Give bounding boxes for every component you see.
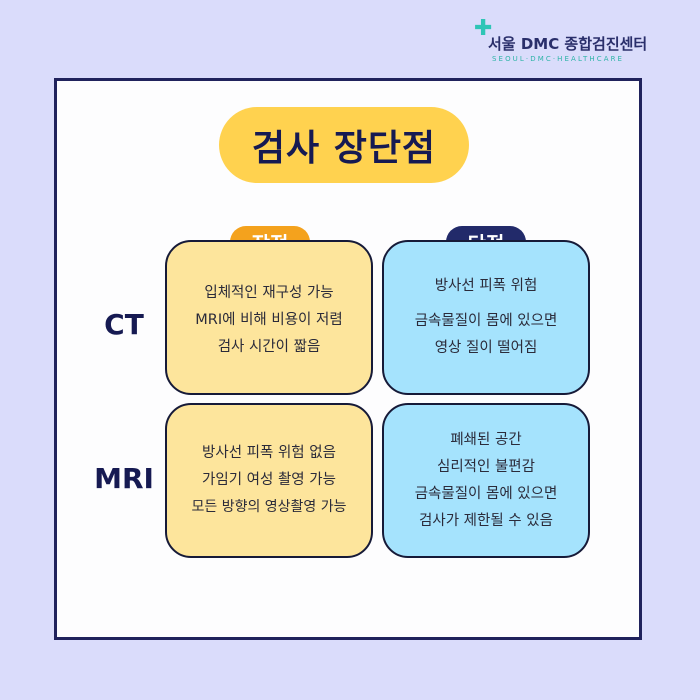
mri-con-item: 검사가 제한될 수 있음: [419, 512, 553, 529]
page-title: 검사 장단점: [219, 107, 469, 183]
brand-logo: ✚ 서울 DMC 종합검진센터 SEOUL·DMC·HEALTHCARE: [474, 18, 664, 66]
ct-con-item: 영상 질이 떨어짐: [434, 340, 538, 356]
ct-cons-box: 방사선 피폭 위험 금속물질이 몸에 있으면 영상 질이 떨어짐: [382, 240, 590, 395]
ct-con-item: 금속물질이 몸에 있으면: [414, 313, 558, 329]
ct-pros-box: 입체적인 재구성 가능 MRI에 비해 비용이 저렴 검사 시간이 짧음: [165, 240, 373, 395]
ct-con-item: 방사선 피폭 위험: [434, 278, 538, 294]
mri-pro-item: 가임기 여성 촬영 가능: [202, 472, 336, 488]
mri-pros-box: 방사선 피폭 위험 없음 가임기 여성 촬영 가능 모든 방향의 영상촬영 가능: [165, 403, 373, 558]
brand-name: 서울 DMC 종합검진센터: [488, 35, 648, 53]
row-label-ct: CT: [104, 308, 144, 341]
mri-con-item: 금속물질이 몸에 있으면: [414, 485, 558, 502]
ct-pro-item: 검사 시간이 짧음: [217, 339, 321, 355]
ct-pro-item: MRI에 비해 비용이 저렴: [195, 312, 343, 328]
mri-con-item: 폐쇄된 공간: [450, 431, 522, 448]
medical-cross-icon: ✚: [474, 16, 493, 41]
ct-pro-item: 입체적인 재구성 가능: [204, 285, 334, 301]
row-label-mri: MRI: [94, 462, 154, 495]
mri-cons-box: 폐쇄된 공간 심리적인 불편감 금속물질이 몸에 있으면 검사가 제한될 수 있…: [382, 403, 590, 558]
brand-subtitle: SEOUL·DMC·HEALTHCARE: [492, 55, 625, 63]
mri-pro-item: 방사선 피폭 위험 없음: [202, 445, 336, 461]
mri-pro-item: 모든 방향의 영상촬영 가능: [191, 499, 347, 515]
mri-con-item: 심리적인 불편감: [437, 458, 535, 475]
